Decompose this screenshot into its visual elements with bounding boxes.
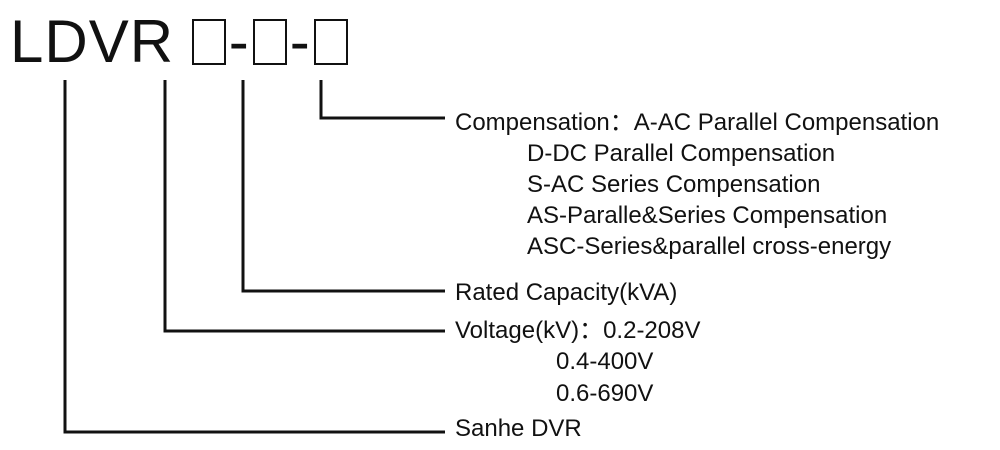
voltage-label: Voltage(kV): [455, 317, 580, 344]
voltage-label-row: Voltage(kV)：0.2-208V: [455, 317, 700, 345]
compensation-option: AS-Paralle&Series Compensation: [527, 202, 888, 229]
model-code: LDVR --: [10, 12, 348, 72]
separator: -: [289, 8, 311, 75]
compensation-code-box: [313, 19, 348, 65]
compensation-option: A-AC Parallel Compensation: [633, 109, 940, 136]
voltage-option: 0.2-208V: [603, 317, 701, 344]
connector-voltage: [163, 80, 445, 333]
connector-capacity: [241, 80, 445, 293]
separator: -: [228, 8, 250, 75]
voltage-colon: ：: [579, 317, 604, 344]
compensation-label: Compensation: [455, 109, 610, 136]
product-label: Sanhe DVR: [455, 415, 582, 442]
capacity-label: Rated Capacity(kVA): [455, 279, 678, 306]
connector-compensation: [319, 80, 445, 120]
compensation-option: ASC-Series&parallel cross-energy: [527, 233, 892, 260]
compensation-colon: ：: [609, 109, 634, 136]
compensation-option: D-DC Parallel Compensation: [527, 140, 836, 167]
voltage-option: 0.4-400V: [556, 348, 654, 375]
voltage-option: 0.6-690V: [556, 380, 654, 407]
voltage-code-box: [191, 19, 226, 65]
compensation-label-row: Compensation：A-AC Parallel Compensation: [455, 109, 939, 137]
model-prefix: LDVR: [10, 8, 175, 75]
connector-sanhe-dvr: [63, 80, 445, 434]
compensation-option: S-AC Series Compensation: [527, 171, 821, 198]
capacity-code-box: [252, 19, 287, 65]
